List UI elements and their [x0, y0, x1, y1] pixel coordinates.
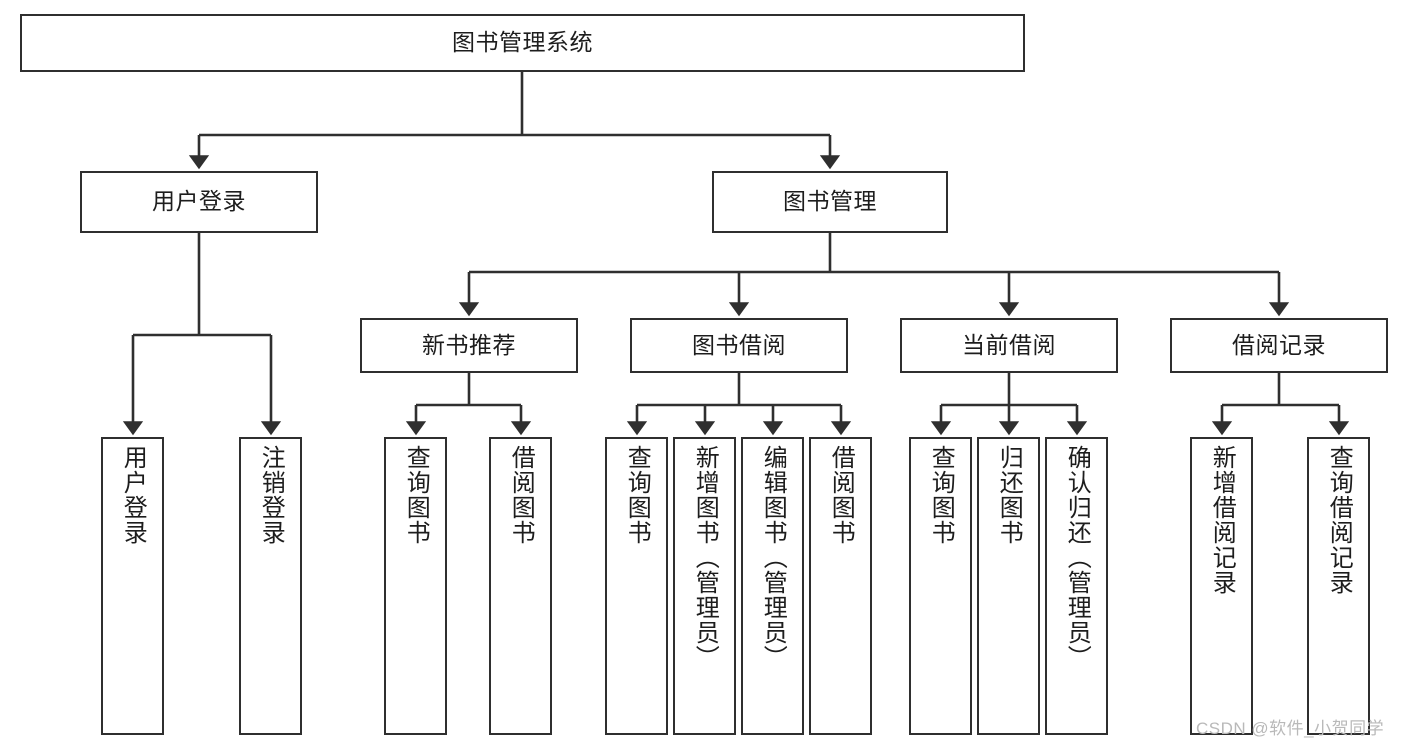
node-label: 新增借阅记录 — [1208, 445, 1236, 595]
leaf-borrow-book-1[interactable]: 借阅图书 — [489, 437, 552, 735]
node-label: 查询借阅记录 — [1325, 445, 1353, 595]
node-label: 新书推荐 — [422, 331, 516, 358]
leaf-logout-login[interactable]: 注销登录 — [239, 437, 302, 735]
leaf-borrow-book-2[interactable]: 借阅图书 — [809, 437, 872, 735]
node-label: 借阅图书 — [827, 445, 855, 545]
node-book-borrow[interactable]: 图书借阅 — [630, 318, 848, 373]
node-label: 归还图书 — [995, 445, 1023, 545]
leaf-return-book[interactable]: 归还图书 — [977, 437, 1040, 735]
leaf-add-book[interactable]: 新增图书（管理员） — [673, 437, 736, 735]
leaf-query-book-3[interactable]: 查询图书 — [909, 437, 972, 735]
leaf-edit-book[interactable]: 编辑图书（管理员） — [741, 437, 804, 735]
node-current-borrow[interactable]: 当前借阅 — [900, 318, 1118, 373]
node-root-system[interactable]: 图书管理系统 — [20, 14, 1025, 72]
node-label: 图书借阅 — [692, 331, 786, 358]
leaf-confirm-return[interactable]: 确认归还（管理员） — [1045, 437, 1108, 735]
node-label: 编辑图书（管理员） — [759, 445, 787, 670]
node-label: 注销登录 — [257, 445, 285, 545]
node-label: 用户登录 — [119, 445, 147, 545]
leaf-query-book-2[interactable]: 查询图书 — [605, 437, 668, 735]
node-label: 新增图书（管理员） — [691, 445, 719, 670]
node-user-login[interactable]: 用户登录 — [80, 171, 318, 233]
node-label: 查询图书 — [927, 445, 955, 545]
node-book-manage[interactable]: 图书管理 — [712, 171, 948, 233]
node-borrow-record[interactable]: 借阅记录 — [1170, 318, 1388, 373]
csdn-watermark: CSDN @软件_小贺同学 — [1196, 719, 1385, 738]
node-label: 图书管理系统 — [452, 29, 593, 56]
leaf-query-book-1[interactable]: 查询图书 — [384, 437, 447, 735]
node-label: 查询图书 — [402, 445, 430, 545]
node-label: 用户登录 — [152, 188, 246, 215]
node-label: 借阅记录 — [1232, 331, 1326, 358]
leaf-add-borrow-record[interactable]: 新增借阅记录 — [1190, 437, 1253, 735]
node-new-book-recommend[interactable]: 新书推荐 — [360, 318, 578, 373]
leaf-user-login[interactable]: 用户登录 — [101, 437, 164, 735]
leaf-query-borrow-record[interactable]: 查询借阅记录 — [1307, 437, 1370, 735]
node-label: 查询图书 — [623, 445, 651, 545]
node-label: 图书管理 — [783, 188, 877, 215]
node-label: 当前借阅 — [962, 331, 1056, 358]
node-label: 借阅图书 — [507, 445, 535, 545]
node-label: 确认归还（管理员） — [1063, 445, 1091, 670]
